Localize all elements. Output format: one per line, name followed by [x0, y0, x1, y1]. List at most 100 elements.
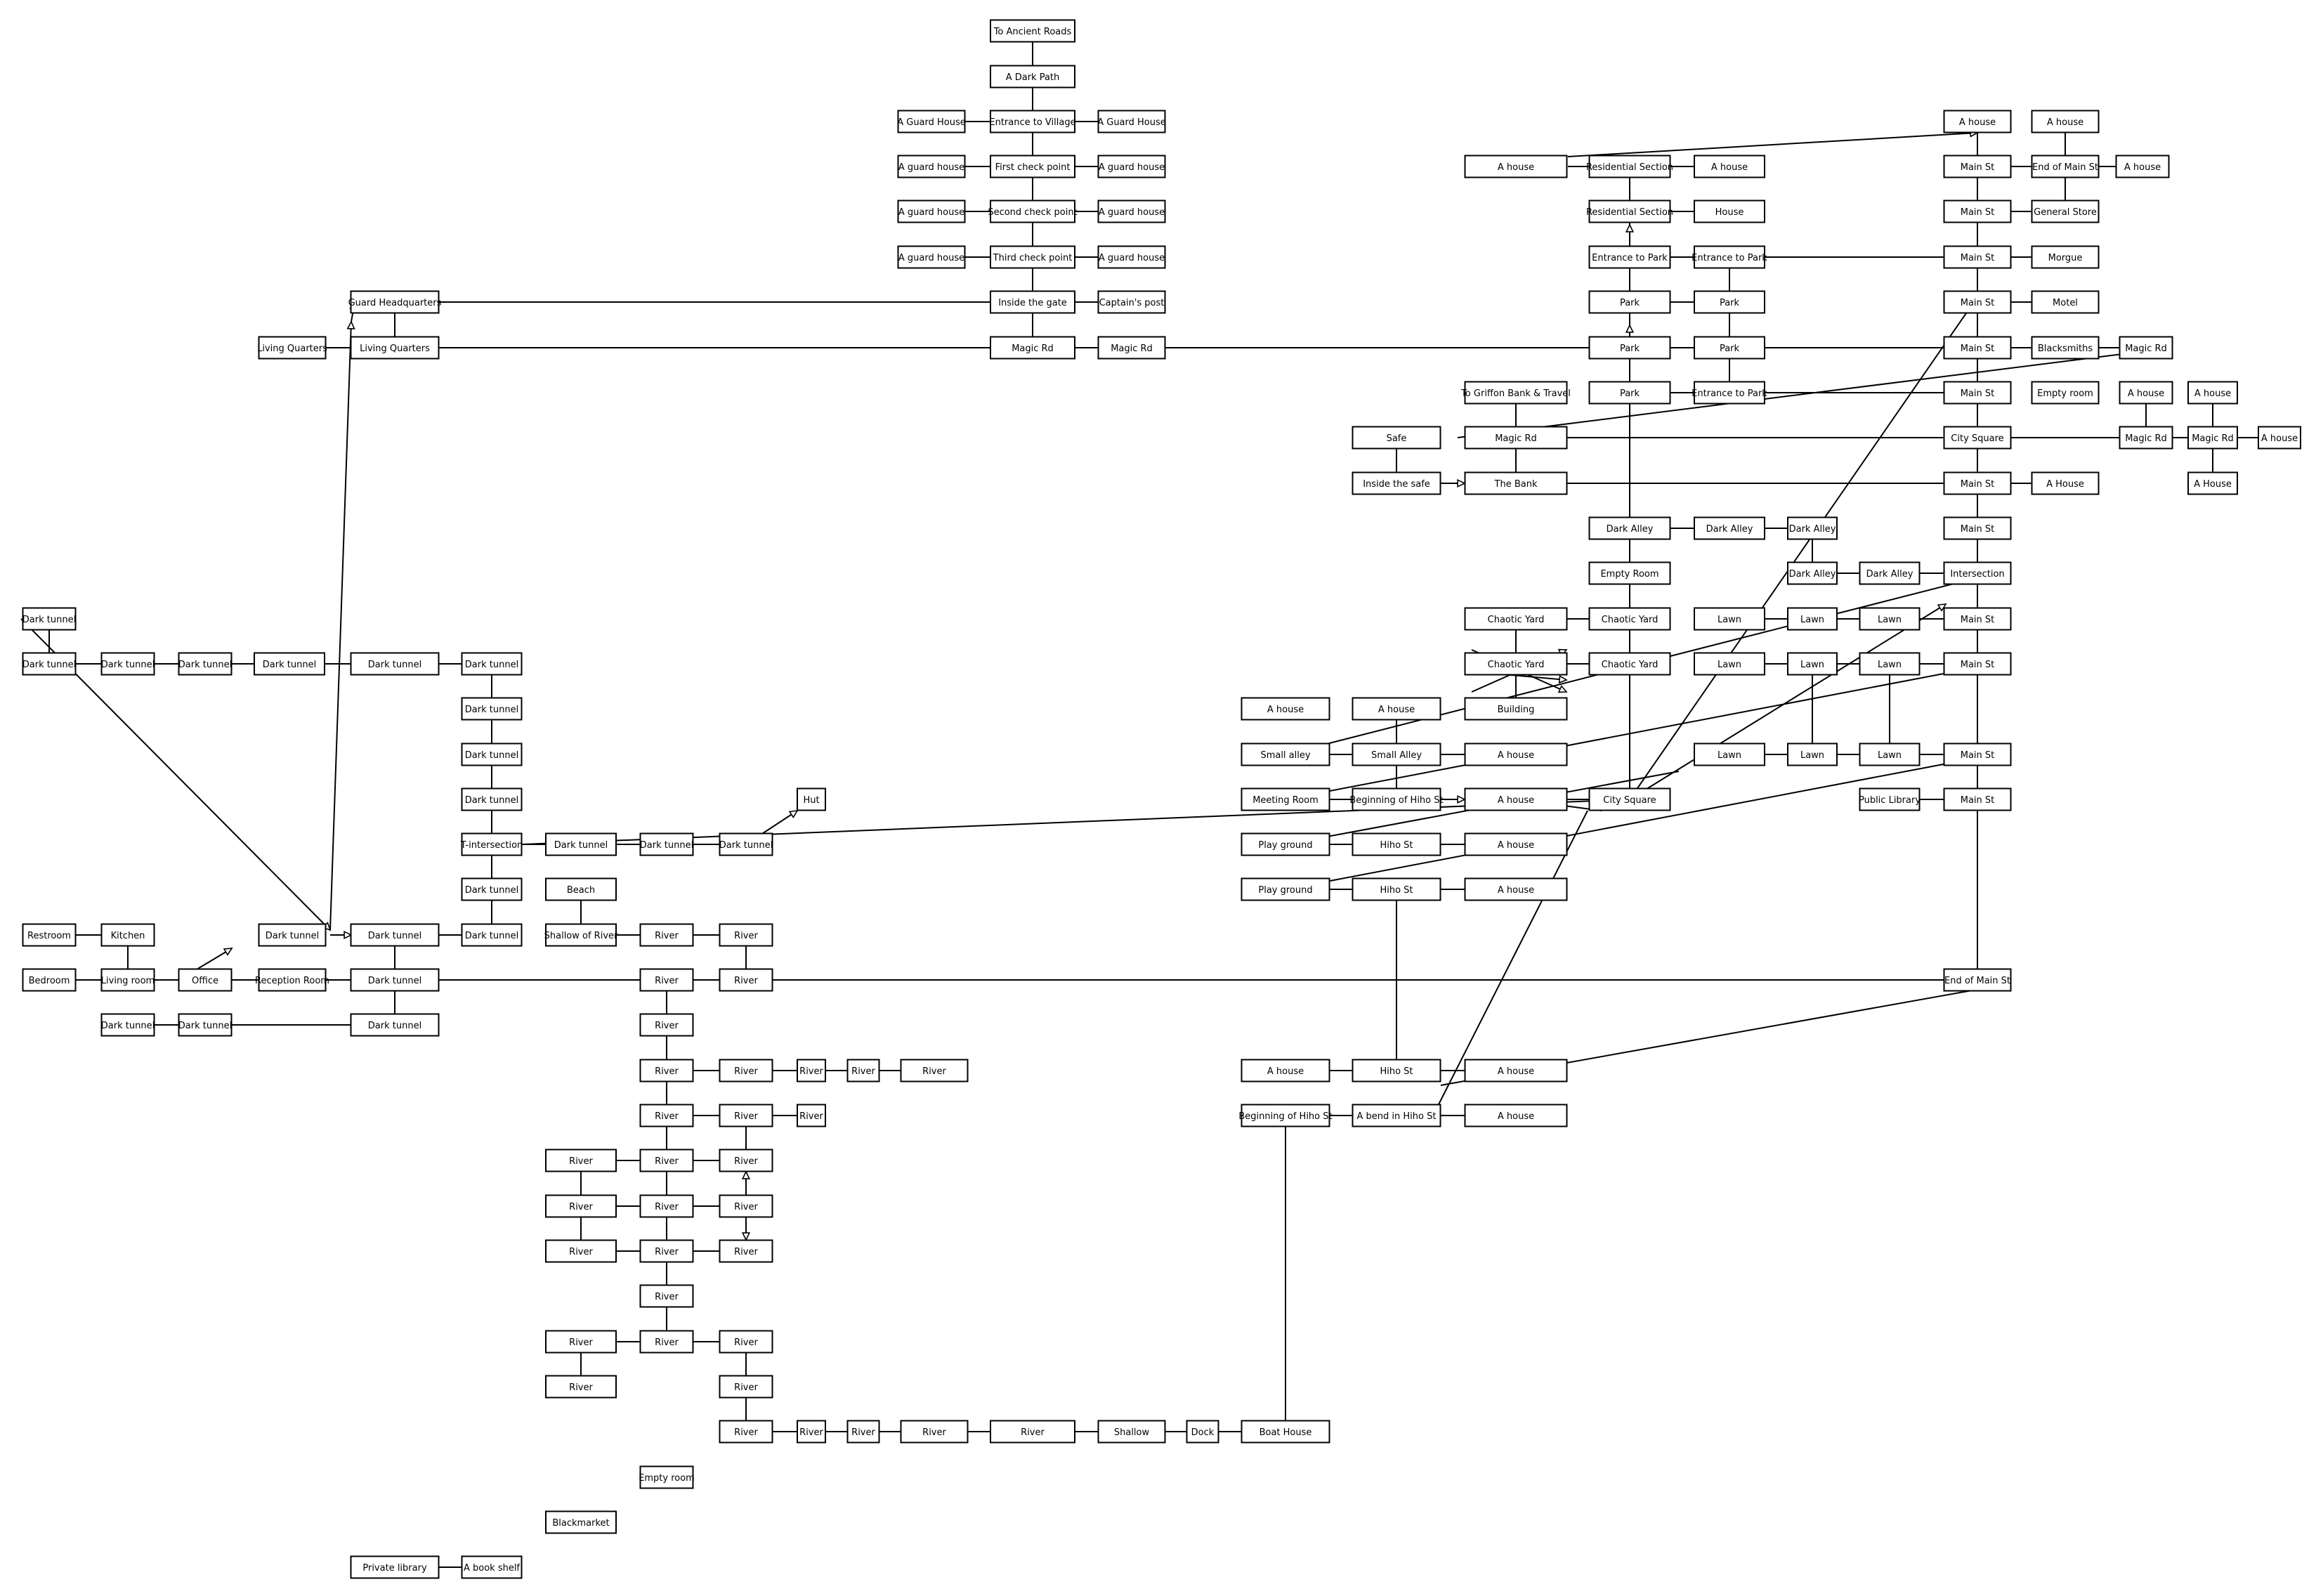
room-node[interactable]: River — [990, 1420, 1075, 1444]
room-node[interactable]: Main St — [1943, 245, 2012, 269]
room-node[interactable]: Lawn — [1859, 652, 1921, 676]
room-node[interactable]: Entrance to Park — [1588, 245, 1671, 269]
room-node[interactable]: Beach — [545, 877, 617, 901]
room-node[interactable]: Meeting Room — [1241, 787, 1330, 811]
room-node[interactable]: A book shelf — [461, 1555, 523, 1579]
room-node[interactable]: A guard house — [1097, 200, 1166, 223]
room-node[interactable]: Dark tunnel — [22, 652, 77, 676]
room-node[interactable]: A guard house — [1097, 155, 1166, 178]
room-node[interactable]: Inside the safe — [1352, 471, 1441, 495]
room-node[interactable]: River — [639, 1149, 694, 1172]
room-node[interactable]: Living Quarters — [257, 336, 327, 360]
room-node[interactable]: Park — [1588, 290, 1671, 314]
room-node[interactable]: Magic Rd — [2119, 336, 2173, 360]
room-node[interactable]: River — [719, 1375, 773, 1399]
room-node[interactable]: Lawn — [1787, 743, 1838, 766]
room-node[interactable]: Living Quarters — [350, 336, 440, 360]
room-node[interactable]: T-intersection — [460, 832, 523, 856]
room-node[interactable]: Dock — [1186, 1420, 1219, 1444]
room-node[interactable]: A house — [1464, 877, 1568, 901]
room-node[interactable]: Play ground — [1241, 877, 1330, 901]
room-node[interactable]: Dark tunnel — [350, 968, 440, 992]
room-node[interactable]: River — [639, 1013, 694, 1037]
room-node[interactable]: Chaotic Yard — [1464, 607, 1568, 631]
room-node[interactable]: Empty room — [639, 1465, 695, 1489]
room-node[interactable]: Magic Rd — [1097, 336, 1166, 360]
room-node[interactable]: Dark tunnel — [545, 832, 617, 856]
room-node[interactable]: A house — [1464, 743, 1568, 766]
room-node[interactable]: Entrance to Village — [989, 110, 1076, 133]
room-node[interactable]: Small Alley — [1352, 743, 1441, 766]
room-node[interactable]: Boat House — [1241, 1420, 1330, 1444]
room-node[interactable]: Hut — [797, 787, 826, 811]
room-node[interactable]: Shallow — [1097, 1420, 1166, 1444]
room-node[interactable]: River — [545, 1149, 617, 1172]
room-node[interactable]: End of Main St — [2031, 155, 2100, 178]
room-node[interactable]: A house — [1241, 697, 1330, 721]
room-node[interactable]: River — [545, 1194, 617, 1218]
room-node[interactable]: Intersection — [1943, 561, 2012, 585]
room-node[interactable]: A bend in Hiho St — [1352, 1104, 1441, 1127]
room-node[interactable]: Magic Rd — [2119, 426, 2173, 450]
room-node[interactable]: River — [545, 1239, 617, 1263]
room-node[interactable]: House — [1694, 200, 1765, 223]
room-node[interactable]: Dark tunnel — [178, 652, 233, 676]
room-node[interactable]: Reception Room — [255, 968, 329, 992]
room-node[interactable]: Residential Section — [1586, 200, 1673, 223]
room-node[interactable]: River — [545, 1330, 617, 1354]
room-node[interactable]: River — [719, 1194, 773, 1218]
room-node[interactable]: Play ground — [1241, 832, 1330, 856]
room-node[interactable]: River — [797, 1059, 826, 1082]
room-node[interactable]: Main St — [1943, 652, 2012, 676]
room-node[interactable]: Small alley — [1241, 743, 1330, 766]
room-node[interactable]: A Guard House — [897, 110, 966, 133]
room-node[interactable]: Main St — [1943, 381, 2012, 405]
room-node[interactable]: River — [797, 1104, 826, 1127]
room-node[interactable]: A guard house — [897, 245, 966, 269]
room-node[interactable]: Building — [1464, 697, 1568, 721]
room-node[interactable]: Main St — [1943, 607, 2012, 631]
room-node[interactable]: Empty Room — [1588, 561, 1671, 585]
room-node[interactable]: Lawn — [1694, 607, 1765, 631]
room-node[interactable]: A house — [2119, 381, 2173, 405]
room-node[interactable]: River — [719, 1330, 773, 1354]
room-node[interactable]: Main St — [1943, 516, 2012, 540]
room-node[interactable]: A house — [1694, 155, 1765, 178]
room-node[interactable]: Main St — [1943, 787, 2012, 811]
room-node[interactable]: Park — [1588, 381, 1671, 405]
room-node[interactable]: City Square — [1588, 787, 1671, 811]
room-node[interactable]: Public Library — [1859, 787, 1921, 811]
room-node[interactable]: City Square — [1943, 426, 2012, 450]
room-node[interactable]: Dark Alley — [1787, 561, 1838, 585]
room-node[interactable]: General Store — [2031, 200, 2100, 223]
room-node[interactable]: A house — [1352, 697, 1441, 721]
room-node[interactable]: Dark Alley — [1787, 516, 1838, 540]
room-node[interactable]: Dark tunnel — [461, 743, 523, 766]
room-node[interactable]: River — [719, 1104, 773, 1127]
room-node[interactable]: A house — [2187, 381, 2238, 405]
room-node[interactable]: Living room — [100, 968, 155, 992]
room-node[interactable]: A house — [1464, 155, 1568, 178]
room-node[interactable]: Chaotic Yard — [1464, 652, 1568, 676]
room-node[interactable]: A house — [1241, 1059, 1330, 1082]
room-node[interactable]: Lawn — [1694, 652, 1765, 676]
room-node[interactable]: Dark tunnel — [719, 832, 773, 856]
room-node[interactable]: A House — [2187, 471, 2238, 495]
room-node[interactable]: River — [545, 1375, 617, 1399]
room-node[interactable]: Safe — [1352, 426, 1441, 450]
room-node[interactable]: Magic Rd — [2187, 426, 2238, 450]
room-node[interactable]: Beginning of Hiho St — [1349, 787, 1444, 811]
room-node[interactable]: Dark Alley — [1694, 516, 1765, 540]
room-node[interactable]: The Bank — [1464, 471, 1568, 495]
room-node[interactable]: River — [846, 1059, 880, 1082]
room-node[interactable]: Bedroom — [22, 968, 77, 992]
room-node[interactable]: Second check point — [988, 200, 1078, 223]
room-node[interactable]: Dark tunnel — [350, 1013, 440, 1037]
room-node[interactable]: Main St — [1943, 471, 2012, 495]
room-node[interactable]: Dark tunnel — [461, 697, 523, 721]
room-node[interactable]: River — [639, 923, 694, 947]
room-node[interactable]: Third check point — [990, 245, 1075, 269]
exit-room[interactable]: To Ancient Roads — [990, 19, 1075, 43]
room-node[interactable]: Dark Alley — [1588, 516, 1671, 540]
room-node[interactable]: Morgue — [2031, 245, 2100, 269]
